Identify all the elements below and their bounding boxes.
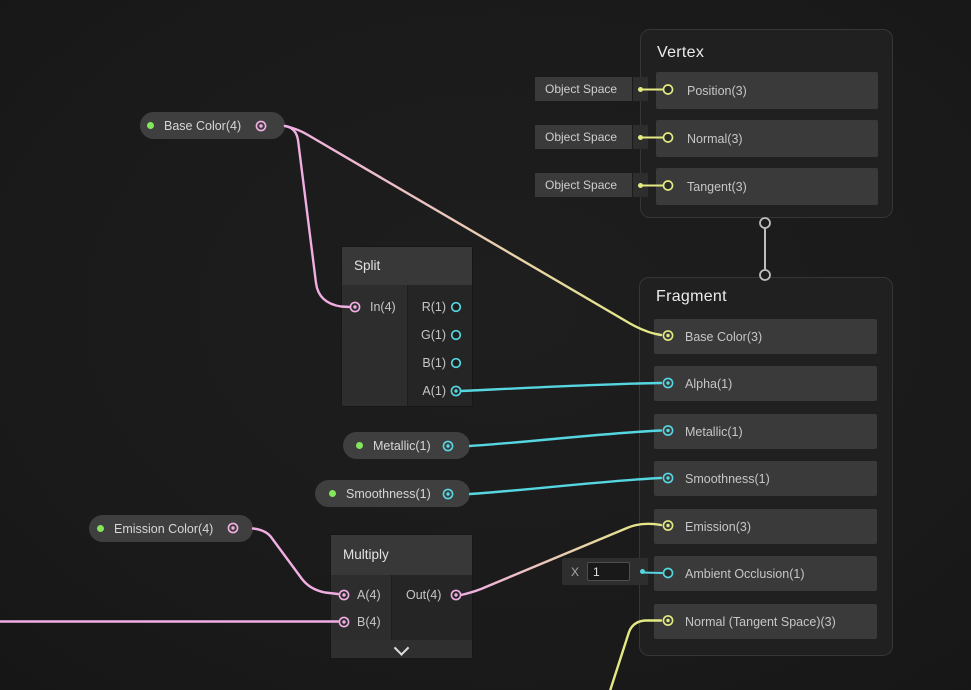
fragment-slot-alpha: Alpha(1) [654,366,877,401]
fragment-slot-alpha-label: Alpha(1) [685,376,733,391]
property-emission-color-label: Emission Color(4) [114,521,214,536]
normal-space-dropdown-label: Object Space [535,125,632,149]
property-emission-color[interactable]: Emission Color(4) [89,515,253,542]
edge-smoothness-to-fragment-smoothness[interactable] [468,476,663,496]
vertex-slot-normal-label: Normal(3) [687,131,743,146]
vertex-slot-tangent: Tangent(3) [656,168,878,205]
stack-connector-top-icon [759,217,771,229]
multiply-node[interactable]: Multiply A(4) B(4) Out(4) [331,535,472,658]
position-space-port-box [633,77,648,101]
ambient-occlusion-default-input: X [562,558,648,585]
fragment-slot-normal-tangent-label: Normal (Tangent Space)(3) [685,614,836,629]
split-a-label: A(1) [422,384,446,398]
edge-emissioncolor-to-multiply-a[interactable] [251,527,340,596]
tangent-space-dropdown[interactable]: Object Space [535,173,648,197]
exposed-property-dot-icon [97,525,104,532]
fragment-slot-emission: Emission(3) [654,509,877,544]
property-base-color-label: Base Color(4) [164,118,242,133]
exposed-property-dot-icon [356,442,363,449]
tangent-space-dot-icon [638,182,643,188]
fragment-node-title: Fragment [656,288,727,305]
vertex-node[interactable]: Vertex Position(3) Normal(3) Tangent(3) [640,29,893,218]
exposed-property-dot-icon [329,490,336,497]
vertex-slot-tangent-label: Tangent(3) [687,179,747,194]
normal-space-port-box [633,125,648,149]
multiply-collapse-bar[interactable] [331,639,472,658]
ambient-occlusion-x-input[interactable] [587,562,631,581]
fragment-slot-smoothness: Smoothness(1) [654,461,877,496]
position-space-dropdown[interactable]: Object Space [535,77,648,101]
vertex-fragment-connector [759,217,771,281]
multiply-node-input-column [331,575,392,640]
property-metallic-label: Metallic(1) [373,438,431,453]
vertex-node-title: Vertex [657,44,705,61]
split-in-label: In(4) [370,300,396,314]
fragment-slot-emission-label: Emission(3) [685,519,751,534]
fragment-slot-normal-tangent: Normal (Tangent Space)(3) [654,604,877,639]
fragment-slot-smoothness-label: Smoothness(1) [685,471,770,486]
split-node-title: Split [354,258,381,273]
fragment-slot-base-color: Base Color(3) [654,319,877,354]
position-space-dropdown-label: Object Space [535,77,632,101]
vertex-slot-position-label: Position(3) [687,83,747,98]
property-smoothness-label: Smoothness(1) [346,486,431,501]
multiply-b-label: B(4) [357,615,381,629]
split-node[interactable]: Split In(4) R(1) G(1) B(1) A(1) [342,247,472,406]
multiply-out-label: Out(4) [406,588,442,602]
position-space-dot-icon [638,86,643,92]
fragment-slot-ambient-occlusion: Ambient Occlusion(1) [654,556,877,591]
exposed-property-dot-icon [147,122,154,129]
multiply-node-header [331,535,472,575]
split-r-label: R(1) [421,300,446,314]
property-smoothness[interactable]: Smoothness(1) [315,480,470,507]
fragment-slot-metallic: Metallic(1) [654,414,877,449]
split-b-label: B(1) [422,356,446,370]
edge-basecolor-to-split-in[interactable] [283,124,352,309]
vertex-slot-position: Position(3) [656,72,878,109]
property-metallic[interactable]: Metallic(1) [343,432,470,459]
multiply-node-title: Multiply [343,547,389,562]
fragment-slot-base-color-label: Base Color(3) [685,329,763,344]
normal-space-dot-icon [638,134,643,140]
ambient-occlusion-x-label: X [571,564,580,579]
multiply-a-label: A(4) [357,588,381,602]
tangent-space-port-box [633,173,648,197]
vertex-slot-normal: Normal(3) [656,120,878,157]
tangent-space-dropdown-label: Object Space [535,173,632,197]
chevron-down-icon [393,639,410,656]
fragment-node[interactable]: Fragment Base Color(3) Alpha(1) Metallic… [639,277,893,656]
ambient-occlusion-port-dot-icon [640,569,646,574]
fragment-slot-ambient-occlusion-label: Ambient Occlusion(1) [685,566,805,581]
edge-split-a-to-alpha[interactable] [459,381,663,393]
normal-space-dropdown[interactable]: Object Space [535,125,648,149]
edge-metallic-to-fragment-metallic[interactable] [468,429,663,448]
fragment-slot-metallic-label: Metallic(1) [685,424,743,439]
split-g-label: G(1) [421,328,446,342]
property-base-color[interactable]: Base Color(4) [140,112,285,139]
